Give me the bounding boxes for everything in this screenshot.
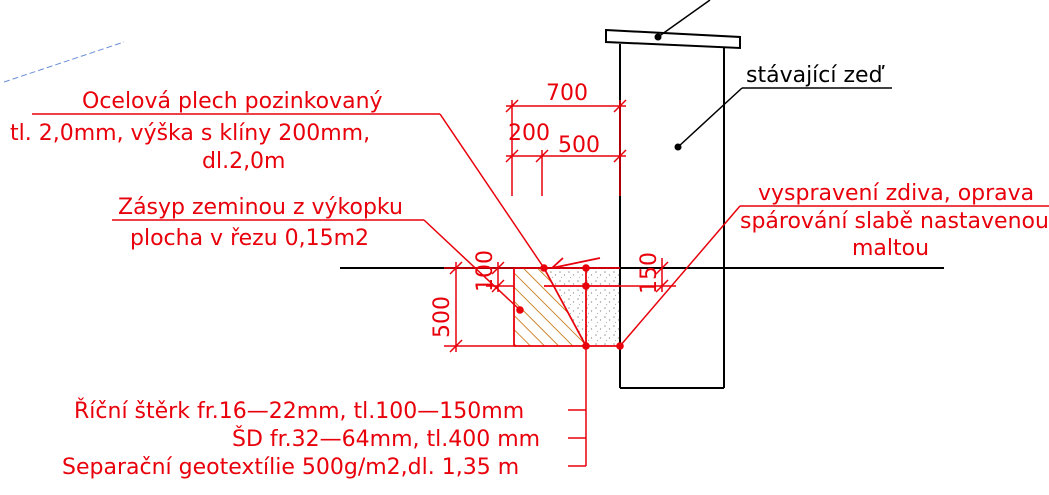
point-b [582,282,590,290]
steel-sheet-line2: tl. 2,0mm, výška s klíny 200mm, [10,121,370,146]
backfill-dot [516,306,524,314]
top-dimension-lines [505,99,627,196]
steel-sheet-dot [540,264,548,272]
dim-200: 200 [508,121,550,146]
backfill-leader [423,219,521,311]
right-dimension-lines [620,258,676,293]
masonry-line3: maltou [852,236,929,261]
gravel-fill [544,268,620,346]
coping-leader [657,0,711,38]
faint-reference-line [3,41,125,83]
dim-100: 100 [473,250,498,292]
masonry-line1: vyspravení zdiva, oprava [758,181,1034,206]
crushed-stone-label: ŠD fr.32—64mm, tl.400 mm [232,426,540,452]
existing-wall-label: stávající zeď [746,63,886,88]
dim-500-top: 500 [558,133,600,158]
trench-outline [513,267,620,347]
dim-500-left: 500 [430,296,455,338]
dim-700: 700 [546,81,588,106]
existing-wall [619,44,725,389]
point-a [582,264,590,272]
gravel-label: Říční štěrk fr.16—22mm, tl.100—150mm [74,398,524,424]
wall-coping [605,28,741,50]
backfill-line1: Zásyp zeminou z výkopku [118,195,403,220]
dim-150: 150 [637,252,662,294]
backfill-line2: plocha v řezu 0,15m2 [130,226,369,251]
existing-wall-leader [677,87,743,148]
steel-sheet-leader [439,113,545,269]
flow-arrow [551,257,601,269]
left-dimension-lines [444,261,514,353]
steel-sheet-line3: dl.2,0m [202,149,286,174]
existing-wall-leader-dot [674,143,682,151]
masonry-line2: spárování slabě nastavenou [740,209,1049,234]
coping-leader-dot [654,33,662,41]
geotextile-label: Separační geotextílie 500g/m2,dl. 1,35 m [62,455,519,480]
steel-sheet-line1: Ocelová plech pozinkovaný [82,89,383,114]
masonry-leader [619,205,741,347]
